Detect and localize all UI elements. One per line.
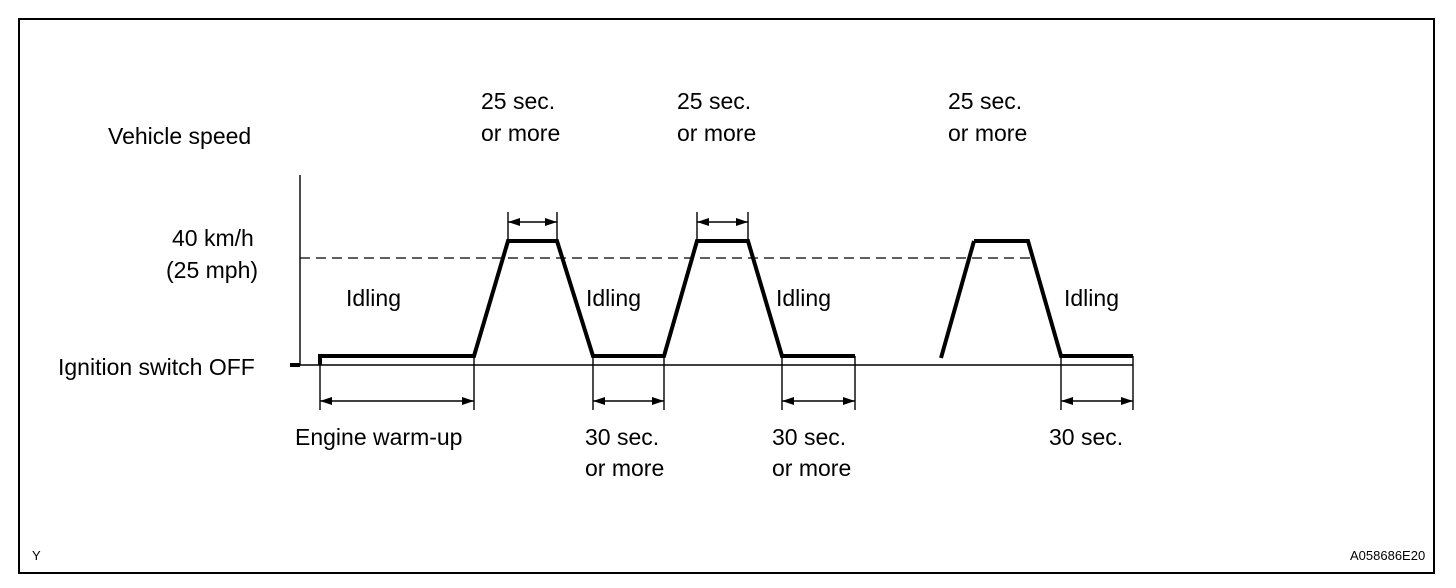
top-dimension-arrow-2 — [697, 218, 748, 226]
top-duration-label-3-line2: or more — [948, 120, 1027, 146]
top-duration-label-2-line2: or more — [677, 120, 756, 146]
top-duration-label-2-line1: 25 sec. — [677, 88, 751, 114]
bottom-label-2-line2: or more — [772, 455, 851, 481]
speed-profile-segment-3 — [974, 239, 1133, 358]
bottom-label-2-line1: 30 sec. — [772, 424, 846, 450]
bottom-label-warmup: Engine warm-up — [295, 424, 462, 450]
bottom-dimension-arrow-1 — [593, 397, 664, 405]
top-duration-label-3-line1: 25 sec. — [948, 88, 1022, 114]
corner-mark: Y — [32, 548, 41, 563]
idling-label: Idling — [1064, 285, 1119, 311]
top-dimension-arrow-1 — [508, 218, 557, 226]
speed-profile-segment-2-rise — [939, 240, 976, 359]
figure-code: A058686E20 — [1350, 548, 1425, 563]
idling-label: Idling — [586, 285, 641, 311]
diagram-frame — [18, 18, 1435, 574]
bottom-dimension-arrow-warmup — [320, 397, 474, 405]
bottom-dimension-arrow-2 — [782, 397, 855, 405]
idling-label: Idling — [346, 285, 401, 311]
bottom-label-3-line1: 30 sec. — [1049, 424, 1123, 450]
idling-label: Idling — [776, 285, 831, 311]
speed-label-line1: 40 km/h — [172, 225, 254, 251]
speed-label-line2: (25 mph) — [166, 257, 258, 283]
top-duration-label-1-line1: 25 sec. — [481, 88, 555, 114]
top-duration-label-1-line2: or more — [481, 120, 560, 146]
baseline-label: Ignition switch OFF — [58, 354, 255, 380]
bottom-label-1-line2: or more — [585, 455, 664, 481]
bottom-label-1-line1: 30 sec. — [585, 424, 659, 450]
y-axis-label: Vehicle speed — [108, 123, 251, 149]
bottom-dimension-arrow-3 — [1061, 397, 1133, 405]
